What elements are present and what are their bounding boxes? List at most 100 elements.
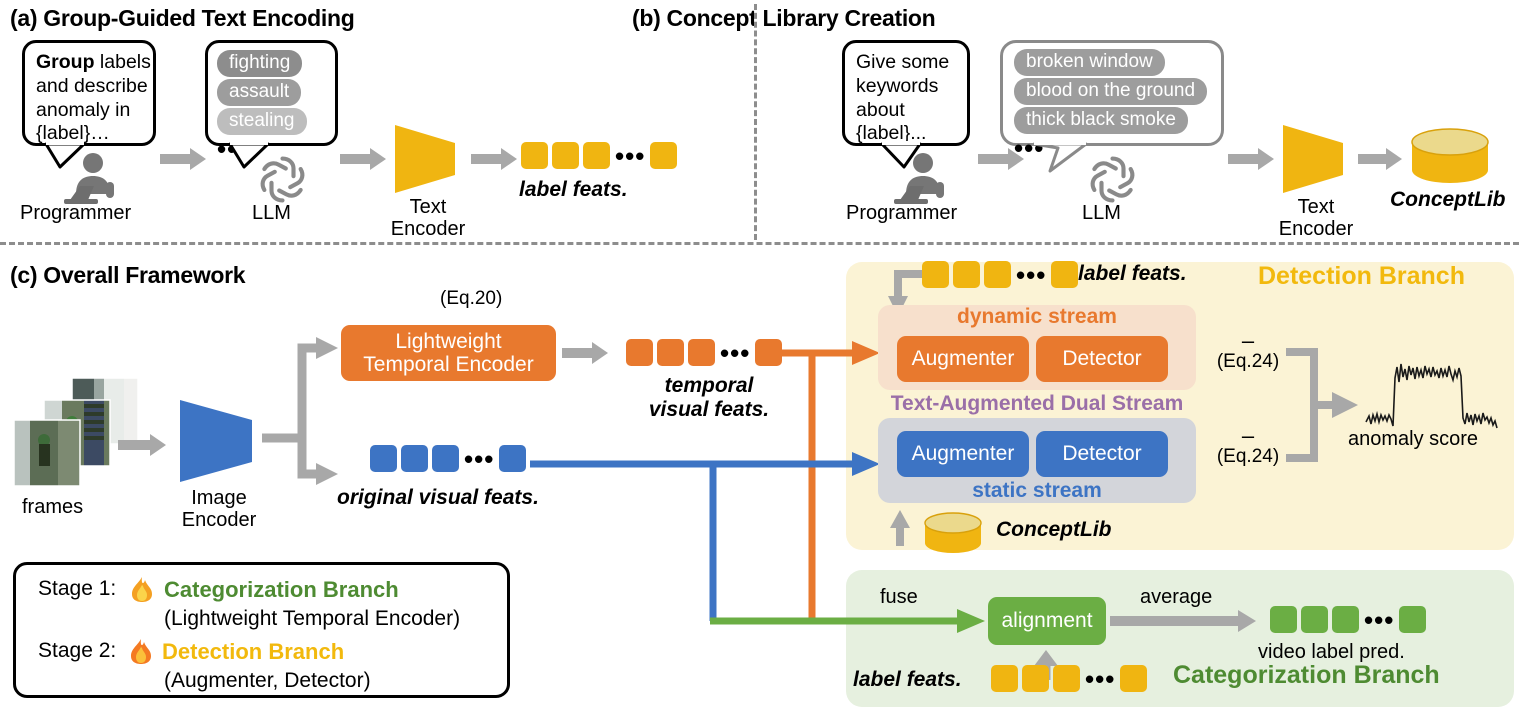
image-encoder-shape bbox=[180, 400, 252, 482]
programmer-label-a: Programmer bbox=[20, 202, 132, 224]
llm-bubble-a-tail bbox=[228, 141, 270, 169]
original-feats-ellipsis: ••• bbox=[464, 443, 495, 474]
dynamic-augmenter-box: Augmenter bbox=[897, 336, 1029, 382]
dynamic-stream-label: dynamic stream bbox=[957, 305, 1117, 328]
llm-label-b: LLM bbox=[1082, 202, 1121, 224]
arrow-lte-to-feats bbox=[562, 342, 608, 364]
llm-bubble-b-tail bbox=[1032, 141, 1088, 173]
prompt-line1-rest: labels bbox=[94, 51, 151, 73]
categorization-label-feats-squares: ••• bbox=[991, 663, 1148, 694]
flame-icon-stage2 bbox=[131, 639, 151, 664]
encoder-split-arrows bbox=[262, 337, 338, 485]
flame-icon-stage1 bbox=[132, 577, 152, 602]
video-label-pred-squares: ••• bbox=[1270, 604, 1427, 635]
prompt-line3: anomaly in bbox=[36, 98, 131, 121]
llm-tag-b-0: broken window bbox=[1014, 49, 1165, 76]
legend-box: Stage 1: Categorization Branch (Lightwei… bbox=[13, 562, 510, 698]
prompt-bubble-a: Group labels and describe anomaly in {la… bbox=[22, 40, 156, 146]
label-feats-ellipsis-a: ••• bbox=[615, 140, 646, 171]
conceptlib-arrow-detection bbox=[890, 510, 910, 546]
arrow-b-3 bbox=[1358, 148, 1402, 170]
conceptlib-cylinder-detection-icon bbox=[924, 512, 982, 553]
llm-tag-a-2: stealing bbox=[217, 108, 307, 135]
prompt-bold-word: Group bbox=[36, 51, 95, 73]
categorization-branch-panel bbox=[846, 570, 1514, 707]
legend-stage1-sub: (Lightweight Temporal Encoder) bbox=[164, 607, 461, 630]
programmer-icon-b bbox=[894, 153, 944, 204]
alignment-box: alignment bbox=[988, 597, 1106, 645]
categorization-label-feats-label: label feats. bbox=[853, 668, 962, 691]
label-feats-squares-a: ••• bbox=[521, 140, 678, 171]
llm-tag-b-ellipsis: ••• bbox=[1014, 133, 1045, 163]
panel-a-title: (a) Group-Guided Text Encoding bbox=[10, 5, 355, 31]
llm-label-a: LLM bbox=[252, 202, 291, 224]
legend-stage2-branch: Detection Branch bbox=[162, 639, 345, 664]
categorization-branch-title: Categorization Branch bbox=[1173, 661, 1440, 689]
programmer-icon bbox=[64, 153, 114, 204]
anomaly-score-label: anomaly score bbox=[1348, 428, 1479, 450]
legend-stage1-prefix: Stage 1: bbox=[38, 577, 117, 600]
eq24-bottom-label: –(Eq.24) bbox=[1216, 423, 1280, 467]
arrow-frames-to-encoder bbox=[118, 434, 166, 456]
frames-label: frames bbox=[22, 496, 84, 518]
arrow-a-1 bbox=[160, 148, 206, 170]
video-label-pred-label: video label pred. bbox=[1258, 641, 1405, 663]
arrow-b-1 bbox=[978, 148, 1024, 170]
horizontal-divider bbox=[0, 242, 1519, 245]
text-encoder-shape-b bbox=[1283, 125, 1343, 193]
temporal-feats-squares: ••• bbox=[626, 337, 783, 368]
llm-output-bubble-a: fighting assault stealing ••• bbox=[205, 40, 338, 162]
video-pred-ellipsis: ••• bbox=[1364, 604, 1395, 635]
detection-label-feats-squares: ••• bbox=[922, 259, 1079, 290]
dynamic-detector-box: Detector bbox=[1036, 336, 1168, 382]
arrow-b-2 bbox=[1228, 148, 1274, 170]
panel-b-title: (b) Concept Library Creation bbox=[632, 5, 936, 31]
static-stream-label: static stream bbox=[972, 479, 1102, 502]
panel-c-title: (c) Overall Framework bbox=[10, 262, 246, 288]
text-encoder-shape-a bbox=[395, 125, 455, 193]
prompt-b-line4: {label}... bbox=[856, 122, 927, 145]
legend-stage2-prefix: Stage 2: bbox=[38, 639, 117, 662]
prompt-b-line1: Give some bbox=[856, 51, 950, 73]
detection-merge-arrow bbox=[1286, 348, 1358, 462]
llm-logo-icon-b bbox=[1090, 156, 1135, 203]
frames-thumbnails bbox=[13, 377, 139, 487]
original-feats-squares: ••• bbox=[370, 443, 527, 474]
static-detector-box: Detector bbox=[1036, 431, 1168, 477]
detection-label-feats-ellipsis: ••• bbox=[1016, 259, 1047, 290]
temporal-feats-ellipsis: ••• bbox=[720, 337, 751, 368]
legend-stage1-branch: Categorization Branch bbox=[164, 577, 399, 602]
llm-tag-a-1: assault bbox=[217, 79, 302, 106]
dual-stream-label: Text-Augmented Dual Stream bbox=[890, 392, 1184, 415]
programmer-label-b: Programmer bbox=[846, 202, 958, 224]
llm-tag-b-2: thick black smoke bbox=[1014, 107, 1188, 134]
prompt-bubble-b-tail bbox=[880, 141, 922, 169]
detection-branch-title: Detection Branch bbox=[1258, 262, 1465, 290]
eq20-label: (Eq.20) bbox=[440, 288, 503, 309]
arrow-a-3 bbox=[471, 148, 517, 170]
fuse-label: fuse bbox=[880, 586, 918, 608]
conceptlib-cylinder-icon bbox=[1411, 128, 1489, 183]
llm-output-bubble-b: broken window blood on the ground thick … bbox=[1000, 40, 1224, 161]
llm-tag-a-0: fighting bbox=[217, 50, 303, 77]
arrow-alignment-to-pred bbox=[1110, 610, 1256, 632]
eq24-top-label: –(Eq.24) bbox=[1216, 328, 1280, 372]
detection-label-feats-label: label feats. bbox=[1078, 262, 1187, 285]
categorization-label-feats-ellipsis: ••• bbox=[1085, 663, 1116, 694]
prompt-line2: and describe bbox=[36, 74, 148, 97]
static-augmenter-box: Augmenter bbox=[897, 431, 1029, 477]
label-feats-label-a: label feats. bbox=[519, 178, 628, 201]
llm-tag-b-1: blood on the ground bbox=[1014, 78, 1208, 105]
anomaly-score-chart bbox=[1365, 363, 1498, 429]
arrow-a-2 bbox=[340, 148, 386, 170]
conceptlib-label-b: ConceptLib bbox=[1390, 188, 1506, 211]
llm-logo-icon bbox=[260, 156, 305, 203]
legend-stage2-sub: (Augmenter, Detector) bbox=[164, 669, 371, 692]
vertical-divider bbox=[754, 4, 757, 240]
prompt-b-line3: about bbox=[856, 98, 905, 121]
